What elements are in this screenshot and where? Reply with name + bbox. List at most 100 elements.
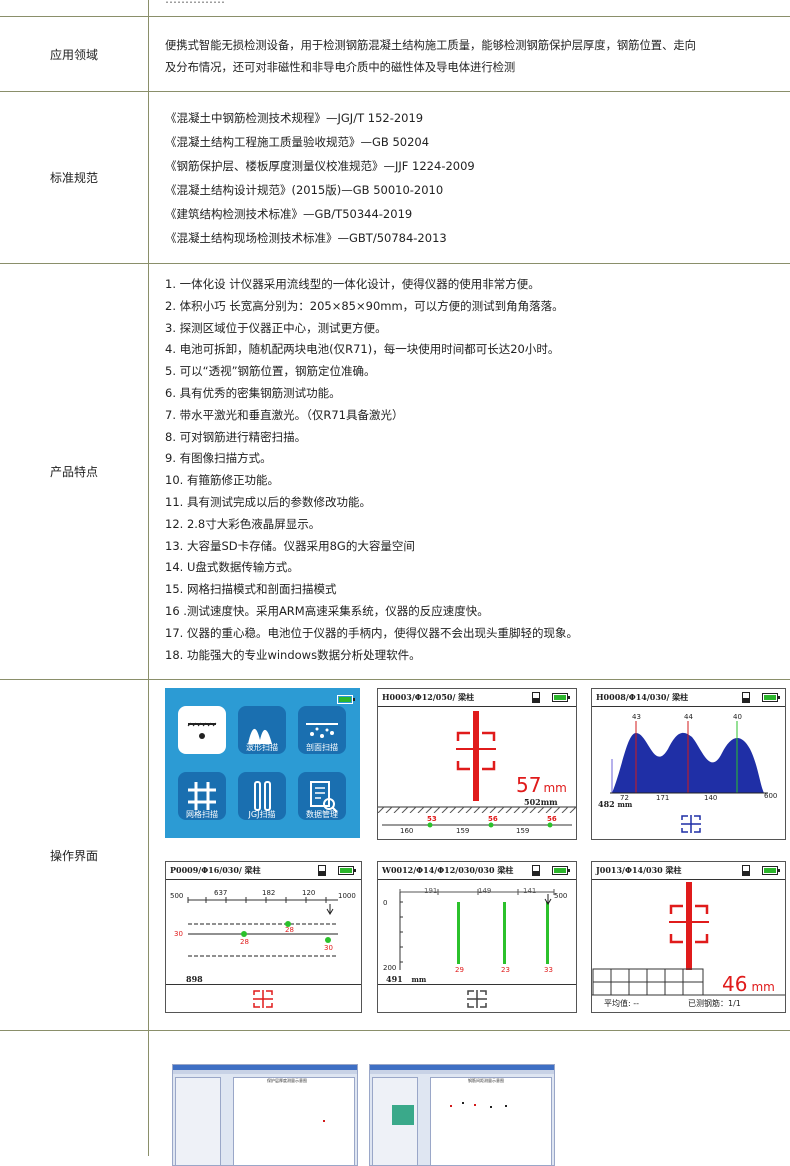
depth-label: 30 [174,930,183,938]
window-1-title: 保护层厚度测量示意图 [267,1078,307,1083]
spacing-3: 159 [516,827,530,835]
mark-2: 56 [488,815,498,823]
tick-3: 140 [704,794,718,802]
window-2-title: 钢筋间距测量示意图 [468,1078,504,1083]
tile-data-manage[interactable] [298,772,346,820]
rebar-bar [473,711,479,801]
crosshair-icon [253,990,273,1008]
standard-item: 《混凝土结构工程施工质量验收规范》—GB 50204 [165,135,430,149]
section-icon [306,723,338,738]
data-point [323,1120,325,1122]
feature-item: 15. 网格扫描模式和剖面扫描模式 [165,582,337,597]
signal-icon [532,692,540,703]
thickness-number: 57 [516,773,542,797]
software-window-2: 钢筋间距测量示意图 [369,1064,555,1166]
avg-label: 平均值: -- [604,999,640,1008]
application-line-2: 及分布情况，还可对非磁性和非导电介质中的磁性体及导电体进行检测 [165,61,516,74]
tile-thickness-test[interactable] [178,706,226,754]
row-label-application: 应用领域 [49,47,98,62]
tile-label-section: 剖面扫描 [306,743,338,752]
peak-1: 43 [632,713,641,721]
bar-2: 23 [501,966,510,974]
wave-icon [248,728,272,744]
thickness-icon [187,722,217,739]
bar-3: 33 [544,966,553,974]
tick-1: 72 [620,794,629,802]
scale-right: 1000 [338,892,356,900]
count-label: 已测钢筋：1/1 [688,999,741,1008]
row-application: 应用领域 便携式智能无损检测设备，用于检测钢筋混凝土结构施工质量，能够检测钢筋保… [0,17,790,92]
signal-icon [742,865,750,876]
crosshair-icon [681,815,701,833]
seg-1: 191 [424,887,438,895]
feature-item: 8. 可对钢筋进行精密扫描。 [165,429,307,444]
tile-wave-scan[interactable] [238,706,286,754]
feature-item: 13. 大容量SD卡存储。仪器采用8G的大容量空间 [165,538,415,553]
scale-left: 500 [170,892,184,900]
crosshair-icon [467,990,487,1008]
pt-2: 28 [285,926,294,934]
standard-item: 《混凝土中钢筋检测技术规程》—JGJ/T 152-2019 [165,111,424,125]
tile-section-scan[interactable] [298,706,346,754]
grid-icon [188,782,216,810]
software-window-1: 保护层厚度测量示意图 [172,1064,358,1166]
thickness-unit: mm [543,781,567,795]
feature-item: 16 .测试速度快。采用ARM高速采集系统，仪器的反应速度快。 [165,603,489,618]
distance-readout: 502mm [524,797,558,807]
pt-3: 30 [324,944,333,952]
rebar-bar [686,882,692,970]
signal-icon [318,865,326,876]
tile-jgj-scan[interactable] [238,772,286,820]
screen-grid: W0012/Φ14/Φ12/030/030 梁柱 0 500 191 149 1… [377,861,577,1013]
row-top-fragment: …………… [0,0,790,17]
peak-3: 40 [733,713,742,721]
profile-plot [187,897,338,957]
feature-item: 11. 具有测试完成以后的参数修改功能。 [165,494,371,509]
feature-item: 4. 电池可拆卸，随机配两块电池(仅R71)，每一块使用时间都可长达20小时。 [165,342,560,357]
battery-icon [338,866,356,875]
feature-item: 17. 仪器的重心稳。电池位于仪器的手柄内，使得仪器不会出现头重脚轻的现象。 [165,625,578,640]
tile-grid-scan[interactable] [178,772,226,820]
left-value: 482 mm [598,799,633,809]
bar-1: 29 [455,966,464,974]
application-line-1: 便携式智能无损检测设备，用于检测钢筋混凝土结构施工质量，能够检测钢筋保护层厚度，… [165,39,696,52]
feature-item: 7. 带水平激光和垂直激光。（仅R71具备激光） [165,407,404,422]
top-left-value: 0 [383,899,388,907]
screen-header: W0012/Φ14/Φ12/030/030 梁柱 [382,865,514,875]
tile-label-thickness: 厚度测试 [186,743,218,752]
seg-3: 120 [302,889,316,897]
seg-2: 149 [478,887,492,895]
pt-1: 28 [240,938,249,946]
screen-wave: H0008/Φ14/030/ 梁柱 43 44 40 72 171 140 60… [591,688,786,840]
spacing-axis [382,822,572,828]
row-label-interface: 操作界面 [49,848,98,863]
hatch-line [378,806,576,813]
seg-2: 182 [262,889,276,897]
features-list: 1. 一体化设 计仪器采用流线型的一体化设计，使得仪器的使用非常方便。2. 体积… [165,274,578,666]
bottom-value: 491 mm [386,974,427,984]
feature-item: 6. 具有优秀的密集钢筋测试功能。 [165,385,341,400]
feature-item: 5. 可以“透视”钢筋位置，钢筋定位准确。 [165,364,376,379]
battery-icon [552,693,570,702]
row-features: 产品特点 1. 一体化设 计仪器采用流线型的一体化设计，使得仪器的使用非常方便。… [0,264,790,680]
feature-item: 14. U盘式数据传输方式。 [165,560,299,575]
screen-header: P0009/Φ16/030/ 梁柱 [170,865,261,875]
screen-header: H0008/Φ14/030/ 梁柱 [596,692,689,702]
screen-header: H0003/Φ12/050/ 梁柱 [382,692,475,702]
wave-plot [610,721,768,794]
seg-3: 141 [523,887,537,895]
screen-header: J0013/Φ14/030 梁柱 [596,865,682,875]
battery-icon [762,693,780,702]
top-right-value: 500 [554,892,568,900]
row-label-standards: 标准规范 [49,171,98,185]
feature-item: 3. 探测区域位于仪器正中心，测试更方便。 [165,320,387,335]
tile-label-jgj: JGJ扫描 [248,810,276,819]
feature-item: 1. 一体化设 计仪器采用流线型的一体化设计，使得仪器的使用非常方便。 [165,277,540,291]
top-fragment-text: …………… [165,0,225,6]
row-standards: 标准规范 《混凝土中钢筋检测技术规程》—JGJ/T 152-2019 《混凝土结构… [0,92,790,264]
screen-profile: P0009/Φ16/030/ 梁柱 500 1000 637 182 120 3… [165,861,362,1013]
